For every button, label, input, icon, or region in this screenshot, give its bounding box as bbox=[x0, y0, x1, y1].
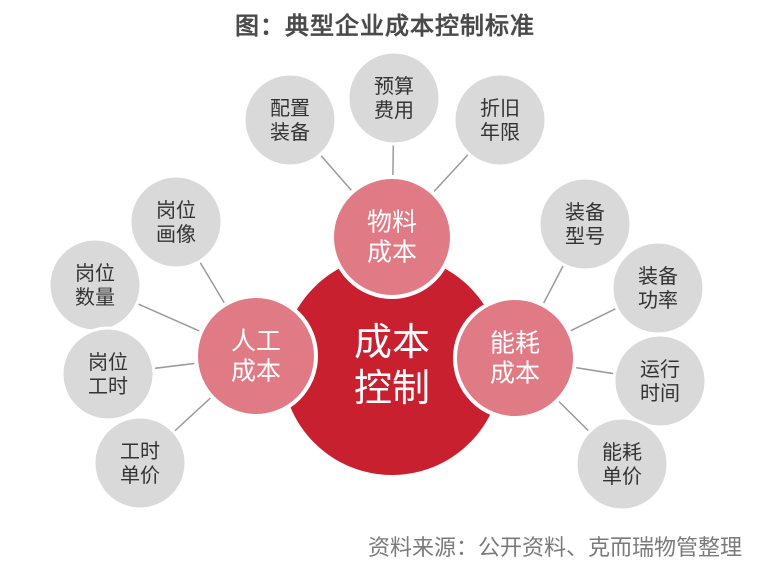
center-node-cost-control-label-line: 控制 bbox=[354, 366, 430, 410]
energy-leaf-node-label-line: 型号 bbox=[565, 224, 605, 248]
labor-leaf-node-circle bbox=[92, 415, 188, 511]
labor-leaf-node-label-line: 工时 bbox=[120, 439, 160, 463]
energy-cost-node-label-line: 成本 bbox=[490, 359, 540, 388]
energy-leaf-node-label-line: 时间 bbox=[640, 381, 680, 405]
material-cost-node-label-line: 成本 bbox=[367, 238, 417, 267]
material-leaf-node-label-line: 费用 bbox=[374, 98, 414, 122]
labor-leaf-node-label-line: 数量 bbox=[75, 285, 115, 309]
energy-leaf-node-label-line: 单价 bbox=[602, 464, 642, 488]
energy-leaf-node-label-line: 功率 bbox=[638, 288, 678, 312]
labor-cost-node-label-line: 成本 bbox=[231, 357, 281, 386]
energy-leaf-node-label-line: 装备 bbox=[565, 200, 605, 224]
material-cost-node-circle bbox=[330, 175, 454, 299]
energy-leaf-node-circle bbox=[574, 416, 670, 512]
labor-leaf-node-label-line: 岗位 bbox=[156, 198, 196, 222]
energy-leaf-node-label-line: 能耗 bbox=[602, 440, 642, 464]
labor-leaf-node-label-line: 工时 bbox=[88, 374, 128, 398]
energy-leaf-node-label-line: 运行 bbox=[640, 357, 680, 381]
labor-leaf-node-circle bbox=[60, 326, 156, 422]
labor-leaf-node-label-line: 岗位 bbox=[75, 261, 115, 285]
energy-leaf-node-circle bbox=[612, 333, 708, 429]
material-leaf-node-circle bbox=[242, 72, 338, 168]
energy-leaf-node-circle bbox=[537, 176, 633, 272]
center-node-cost-control: 成本控制 bbox=[282, 255, 502, 475]
labor-leaf-node-label-line: 单价 bbox=[120, 463, 160, 487]
material-leaf-node-label-line: 年限 bbox=[480, 120, 520, 144]
energy-cost-node-circle bbox=[453, 296, 577, 420]
diagram-title: 图：典型企业成本控制标准 bbox=[235, 12, 535, 40]
center-node-cost-control-circle bbox=[282, 255, 502, 475]
material-leaf-node-circle bbox=[452, 72, 548, 168]
labor-cost-node-label-line: 人工 bbox=[231, 327, 281, 356]
energy-cost-node-label-line: 能耗 bbox=[490, 329, 540, 358]
material-leaf-node-label-line: 折旧 bbox=[480, 96, 520, 120]
material-cost-node-label-line: 物料 bbox=[367, 208, 417, 237]
energy-leaf-node-label-line: 装备 bbox=[638, 264, 678, 288]
material-leaf-node-label-line: 配置 bbox=[270, 96, 310, 120]
labor-cost-node-circle bbox=[194, 294, 318, 418]
material-leaf-node-circle bbox=[346, 50, 442, 146]
center-node-cost-control-label-line: 成本 bbox=[354, 320, 430, 364]
labor-leaf-node-label-line: 画像 bbox=[156, 222, 196, 246]
labor-leaf-node-label-line: 岗位 bbox=[88, 350, 128, 374]
source-note: 资料来源：公开资料、克而瑞物管整理 bbox=[367, 536, 742, 561]
material-leaf-node-label-line: 预算 bbox=[374, 74, 414, 98]
labor-leaf-node-circle bbox=[128, 174, 224, 270]
material-leaf-node-label-line: 装备 bbox=[270, 120, 310, 144]
diagram-nodes: 成本控制配置装备预算费用折旧年限岗位画像岗位数量岗位工时工时单价装备型号装备功率… bbox=[47, 50, 708, 512]
